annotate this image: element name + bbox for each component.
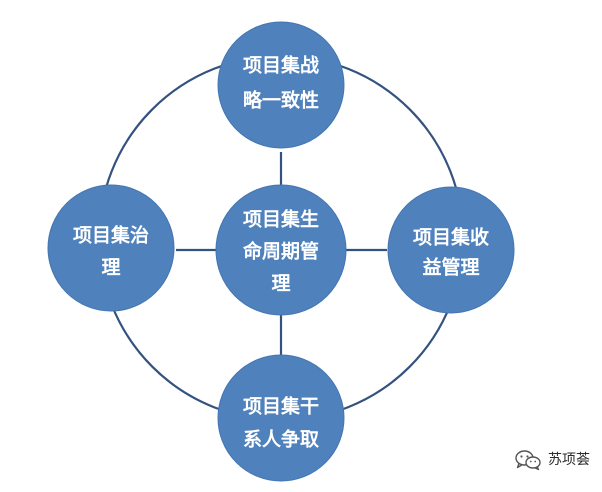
- node-top-line-1: 项目集战: [243, 54, 319, 77]
- node-center-line-1: 项目集生: [243, 208, 319, 231]
- node-right: 项目集收 益管理: [387, 186, 515, 314]
- node-bottom-line-1: 项目集干: [243, 395, 319, 418]
- node-right-line-1: 项目集收: [413, 226, 489, 249]
- node-right-line-2: 益管理: [422, 256, 479, 279]
- node-bottom-line-2: 系人争取: [243, 428, 319, 451]
- node-center-line-2: 命周期管: [243, 240, 319, 263]
- node-top: 项目集战 略一致性: [217, 21, 345, 149]
- node-left: 项目集治 理: [47, 184, 175, 312]
- node-left-line-1: 项目集治: [73, 224, 149, 247]
- node-left-line-2: 理: [101, 257, 120, 279]
- wechat-icon: [515, 450, 541, 471]
- watermark-text: 苏项荟: [548, 452, 590, 468]
- node-bottom: 项目集干 系人争取: [217, 354, 345, 482]
- node-center-line-3: 理: [271, 273, 290, 295]
- watermark: 苏项荟: [514, 449, 590, 471]
- node-center: 项目集生 命周期管 理: [215, 184, 347, 316]
- node-top-line-2: 略一致性: [243, 89, 319, 112]
